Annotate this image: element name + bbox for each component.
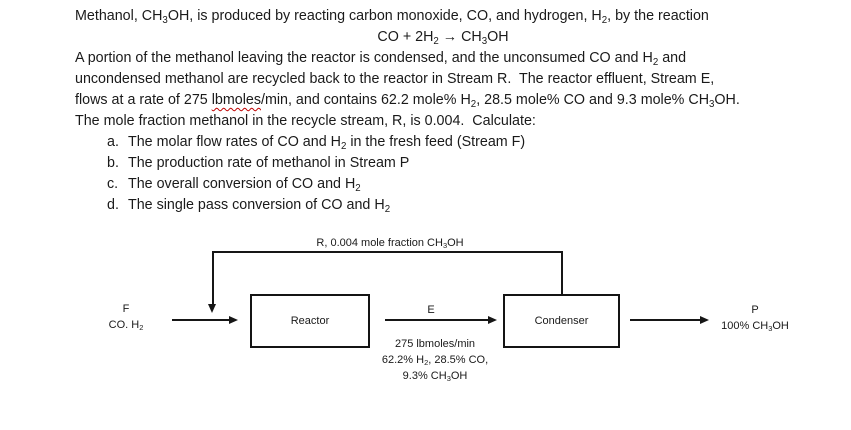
recycle-stream-label: R, 0.004 mole fraction CH3OH bbox=[316, 237, 464, 251]
list-item-text: The overall conversion of CO and H2 bbox=[128, 176, 361, 194]
problem-line-5: flows at a rate of 275 lbmoles/min, and … bbox=[75, 90, 837, 111]
recycle-line-vertical-right bbox=[561, 251, 563, 294]
product-arrow-line bbox=[630, 319, 701, 321]
problem-line-6: The mole fraction methanol in the recycl… bbox=[75, 113, 536, 129]
stream-e-arrow-line bbox=[385, 319, 489, 321]
list-item-text: The production rate of methanol in Strea… bbox=[128, 155, 410, 171]
list-item-text: The single pass conversion of CO and H2 bbox=[128, 197, 391, 215]
condenser-box: Condenser bbox=[503, 294, 620, 348]
recycle-line-horizontal bbox=[212, 251, 562, 253]
product-arrowhead bbox=[700, 316, 709, 324]
fresh-feed-label: F CO. H2 bbox=[92, 301, 160, 333]
list-item-a: a. The molar flow rates of CO and H2 in t… bbox=[75, 132, 837, 153]
stream-e-arrowhead bbox=[488, 316, 497, 324]
stream-p-label: P bbox=[751, 304, 759, 316]
list-item-d: d. The single pass conversion of CO and H… bbox=[75, 195, 837, 216]
effluent-composition-line1: 62.2% H2, 28.5% CO, bbox=[381, 354, 489, 368]
list-item-letter: c. bbox=[107, 176, 119, 192]
list-item-c: c. The overall conversion of CO and H2 bbox=[75, 174, 837, 195]
stream-f-label: F bbox=[122, 303, 130, 315]
reaction-equation: CO + 2H2 → CH3OH bbox=[377, 29, 509, 47]
feed-arrowhead bbox=[229, 316, 238, 324]
misspelled-word: lbmoles bbox=[211, 92, 261, 108]
product-composition-label: 100% CH3OH bbox=[721, 320, 789, 334]
feed-composition-label: CO. H2 bbox=[108, 319, 144, 333]
product-label: P 100% CH3OH bbox=[703, 302, 807, 334]
effluent-flowrate: 275 lbmoles/min bbox=[394, 338, 476, 350]
problem-line-3: A portion of the methanol leaving the re… bbox=[75, 50, 687, 68]
reactor-label: Reactor bbox=[290, 315, 330, 327]
list-item-letter: b. bbox=[107, 155, 119, 171]
stream-e-label: E bbox=[427, 304, 435, 316]
line5-post: /min, and contains 62.2 mole% H2, 28.5 m… bbox=[260, 92, 740, 110]
problem-line-1: Methanol, CH3OH, is produced by reacting… bbox=[75, 8, 709, 26]
problem-line-4: uncondensed methanol are recycled back t… bbox=[75, 71, 715, 87]
line5-pre: flows at a rate of 275 bbox=[75, 92, 212, 108]
feed-arrow-line bbox=[172, 319, 230, 321]
list-item-letter: a. bbox=[107, 134, 119, 150]
recycle-arrowhead-down bbox=[208, 304, 216, 313]
effluent-composition-line2: 9.3% CH3OH bbox=[402, 370, 468, 384]
reactor-box: Reactor bbox=[250, 294, 370, 348]
problem-statement: Methanol, CH3OH, is produced by reacting… bbox=[75, 6, 837, 216]
recycle-line-vertical-left bbox=[212, 251, 214, 304]
condenser-label: Condenser bbox=[534, 315, 589, 327]
list-item-text: The molar flow rates of CO and H2 in the… bbox=[128, 134, 526, 152]
list-item-b: b. The production rate of methanol in Str… bbox=[75, 153, 837, 174]
effluent-composition: 275 lbmoles/min 62.2% H2, 28.5% CO, 9.3%… bbox=[350, 336, 520, 384]
list-item-letter: d. bbox=[107, 197, 119, 213]
